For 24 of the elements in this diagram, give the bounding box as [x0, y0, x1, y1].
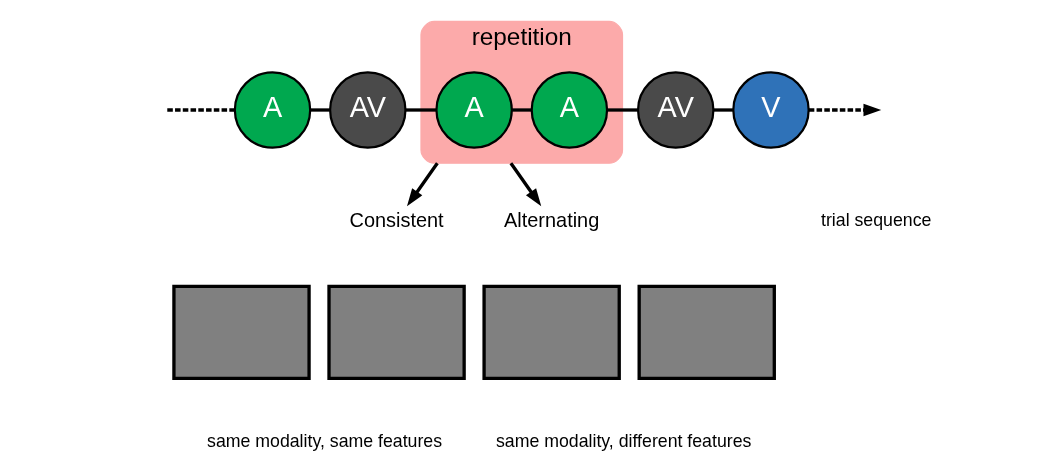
label: same modality, different features — [495, 430, 751, 451]
connector — [606, 108, 638, 112]
node-text: Alternating — [503, 208, 599, 231]
node-circle: A — [233, 71, 311, 149]
node-circle: A — [530, 71, 608, 149]
node-circle: AV — [328, 71, 407, 149]
arrow — [406, 162, 439, 207]
node-box — [481, 284, 621, 380]
arrow — [509, 162, 541, 207]
connector — [713, 108, 733, 112]
node-box — [326, 284, 466, 380]
node-circle: A — [434, 71, 513, 149]
connector — [166, 108, 235, 112]
node-text: Consistent — [349, 208, 444, 231]
node-circle: AV — [636, 71, 714, 149]
connector — [310, 108, 330, 112]
connector — [405, 108, 436, 112]
node-box — [637, 284, 776, 380]
node-circle: V — [731, 71, 810, 149]
connector — [511, 108, 531, 112]
node-box — [171, 284, 311, 380]
label: same modality, same features — [206, 430, 442, 451]
arrow — [808, 103, 881, 117]
label: trial sequence — [820, 210, 931, 231]
